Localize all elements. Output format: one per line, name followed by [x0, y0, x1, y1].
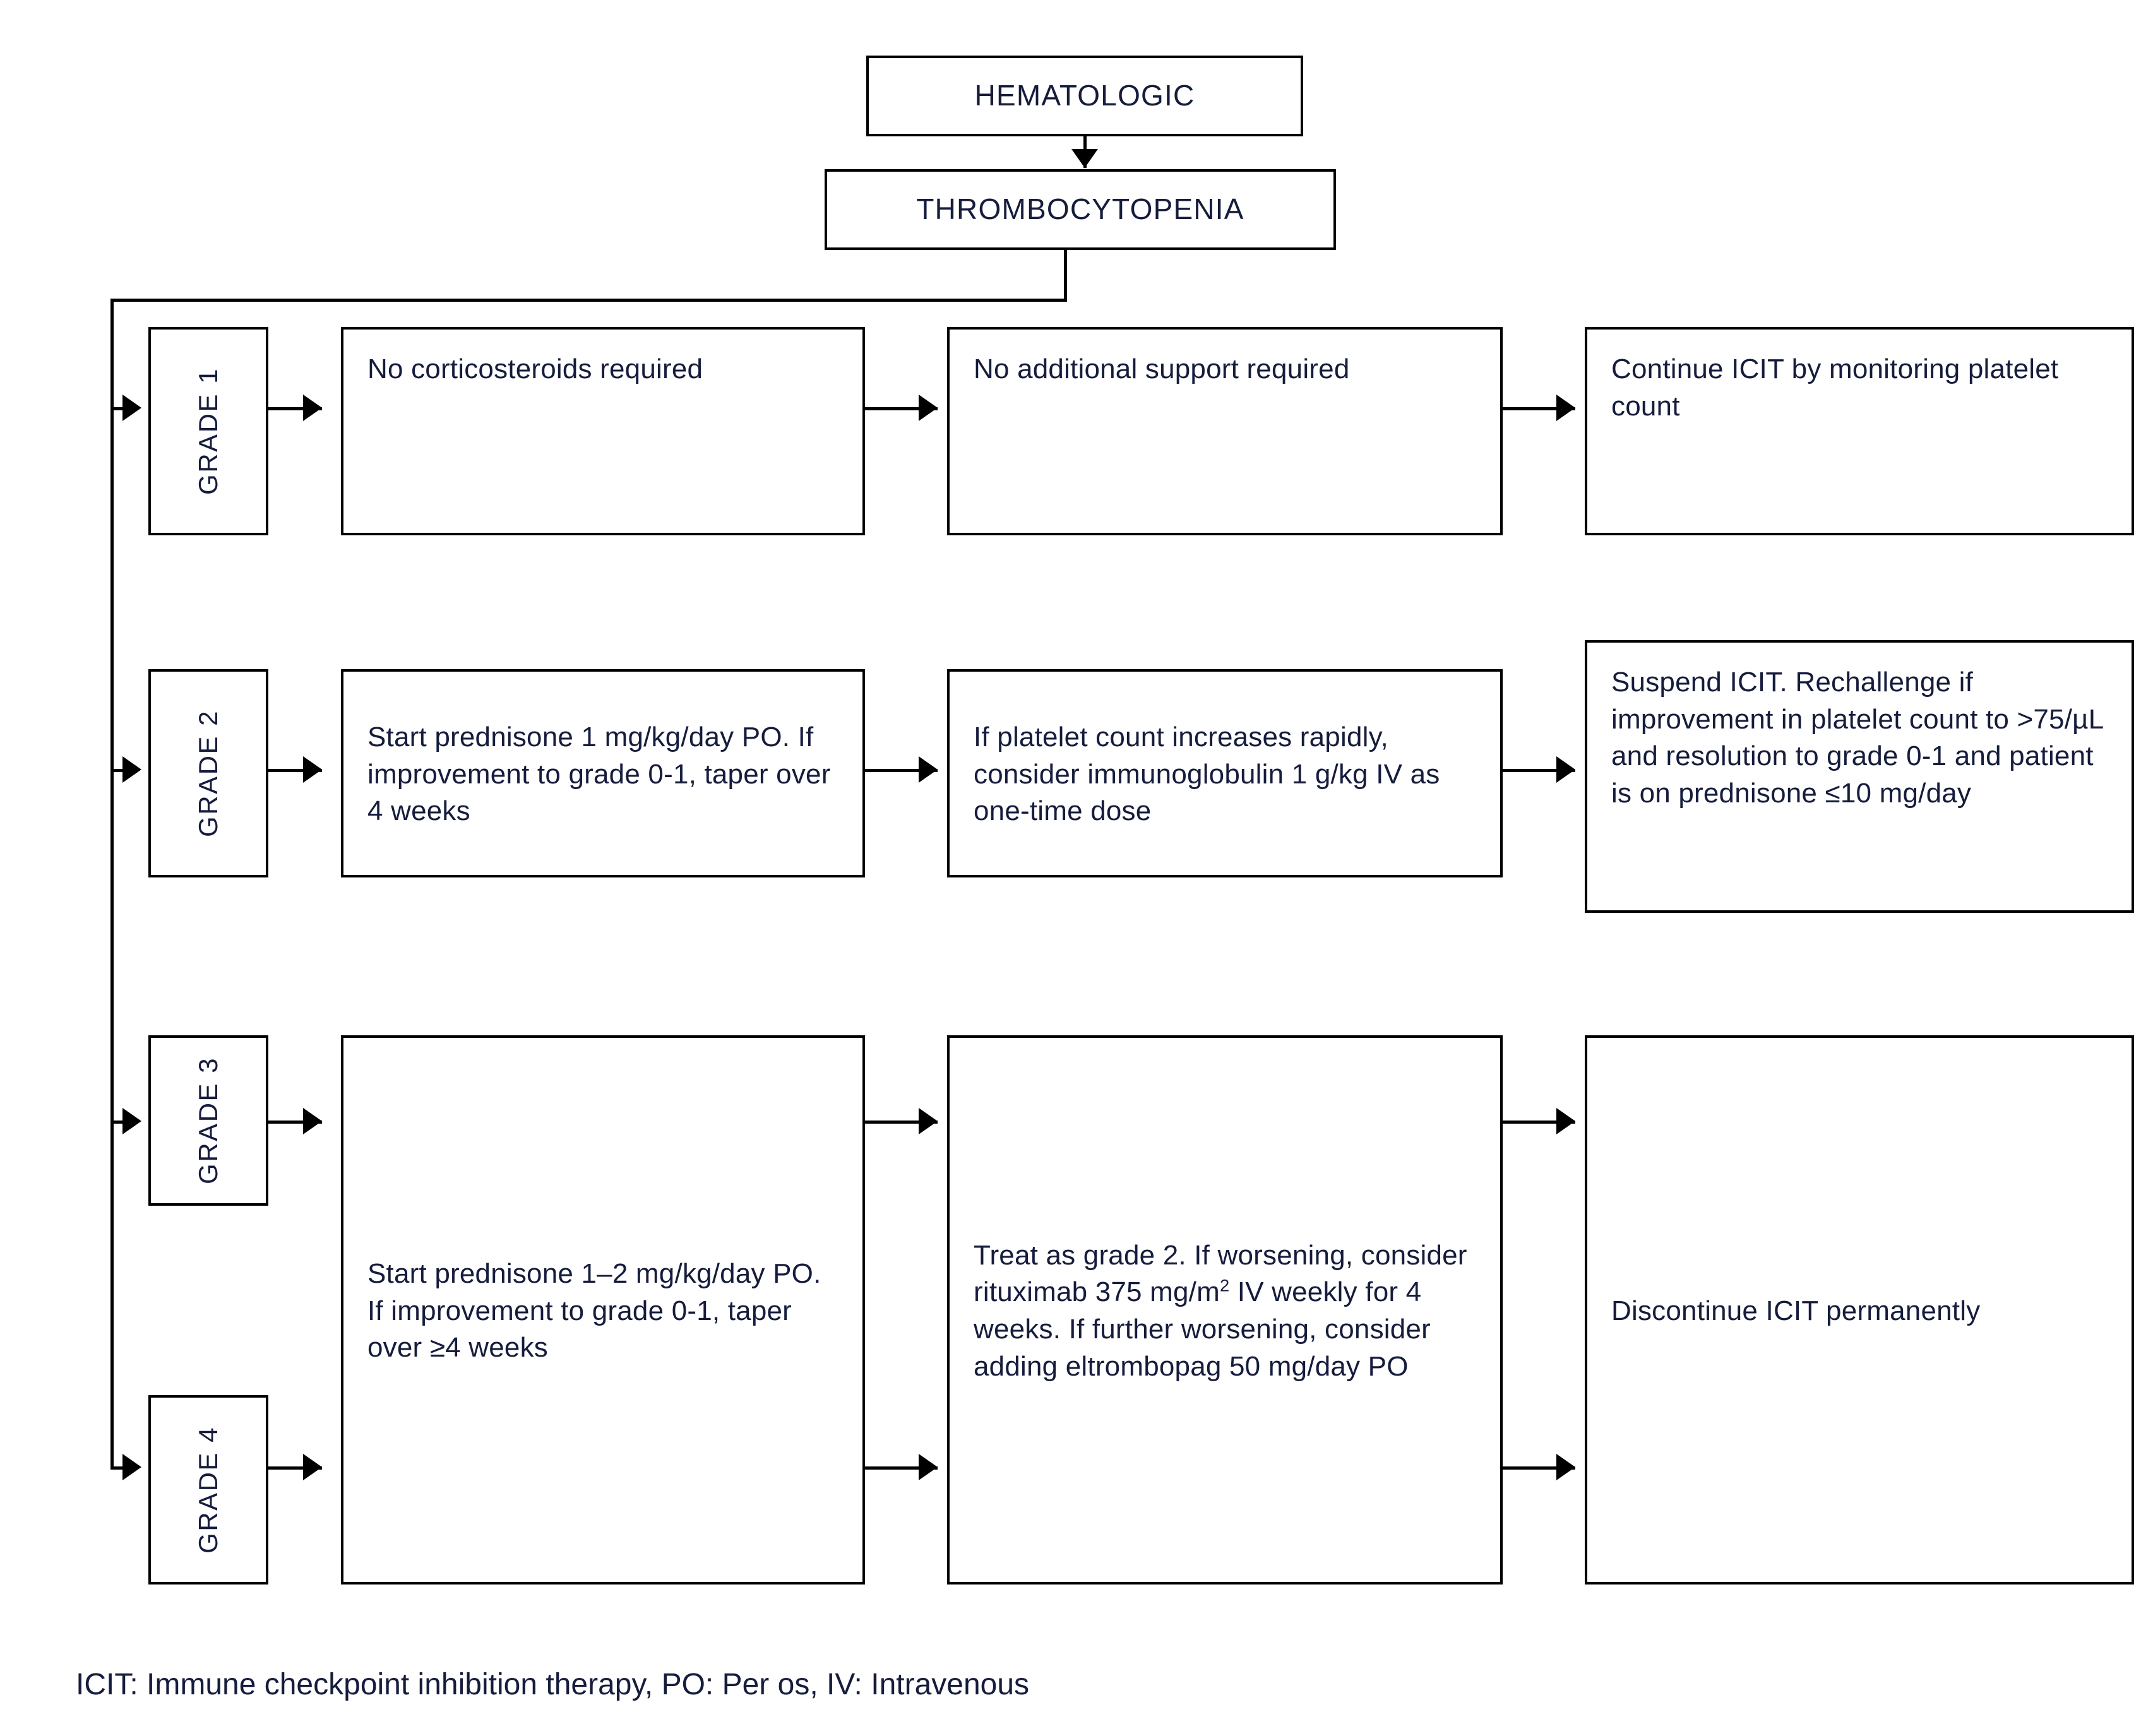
connector-grade4-to-treatment	[268, 1466, 322, 1470]
connector-grade1-treatment-to-support	[865, 407, 938, 410]
arrowhead-right-grade3-support	[919, 1108, 938, 1134]
node-grade34-support: Treat as grade 2. If worsening, consider…	[947, 1035, 1503, 1584]
arrowhead-right-grade2-support	[919, 756, 938, 783]
node-grade1-icit-action-label: Continue ICIT by monitoring platelet cou…	[1611, 354, 2059, 422]
connector-trunk-vertical	[110, 299, 114, 1467]
arrowhead-right-grade4-support	[919, 1454, 938, 1480]
connector-grade4-treatment-to-support	[865, 1466, 938, 1470]
node-grade2-icit-action: Suspend ICIT. Rechallenge if improvement…	[1585, 640, 2134, 913]
arrowhead-right-grade2-treatment	[303, 756, 322, 783]
connector-grade3-treatment-to-support	[865, 1121, 938, 1124]
node-grade34-icit-action: Discontinue ICIT permanently	[1585, 1035, 2134, 1584]
arrowhead-right-grade1-action	[1556, 395, 1575, 421]
node-grade2-support-label: If platelet count increases rapidly, con…	[974, 722, 1440, 827]
node-grade1-treatment-label: No corticosteroids required	[367, 354, 703, 384]
support-superscript: 2	[1219, 1275, 1230, 1295]
node-grade1-treatment: No corticosteroids required	[341, 327, 865, 535]
connector-grade2-treatment-to-support	[865, 769, 938, 772]
arrowhead-right-grade2-action	[1556, 756, 1575, 783]
node-grade34-treatment-label: Start prednisone 1–2 mg/kg/day PO. If im…	[367, 1258, 821, 1364]
connector-grade3-to-treatment	[268, 1121, 322, 1124]
arrowhead-down-thrombocytopenia	[1071, 149, 1098, 168]
node-hematologic-label: HEMATOLOGIC	[974, 79, 1195, 112]
arrowhead-right-grade4-treatment	[303, 1454, 322, 1480]
arrowhead-right-grade4	[122, 1454, 141, 1480]
connector-elbow-horizontal	[110, 299, 1067, 302]
arrowhead-right-grade1-support	[919, 395, 938, 421]
arrowhead-right-grade1-treatment	[303, 395, 322, 421]
node-grade34-treatment: Start prednisone 1–2 mg/kg/day PO. If im…	[341, 1035, 865, 1584]
connector-grade2-to-treatment	[268, 769, 322, 772]
gradebox-grade-1: GRADE 1	[148, 327, 268, 535]
connector-grade2-support-to-action	[1503, 769, 1575, 772]
node-thrombocytopenia-label: THROMBOCYTOPENIA	[916, 193, 1244, 226]
node-grade2-treatment: Start prednisone 1 mg/kg/day PO. If impr…	[341, 669, 865, 877]
gradebox-grade-3: GRADE 3	[148, 1035, 268, 1206]
gradebox-grade-4: GRADE 4	[148, 1395, 268, 1584]
gradebox-grade-3-label: GRADE 3	[193, 1057, 224, 1184]
node-hematologic: HEMATOLOGIC	[866, 56, 1303, 136]
arrowhead-right-grade3	[122, 1108, 141, 1134]
abbreviation-footnote: ICIT: Immune checkpoint inhibition thera…	[76, 1668, 1030, 1701]
connector-grade3-support-to-action	[1503, 1121, 1575, 1124]
node-grade1-icit-action: Continue ICIT by monitoring platelet cou…	[1585, 327, 2134, 535]
gradebox-grade-2: GRADE 2	[148, 669, 268, 877]
node-grade1-support-label: No additional support required	[974, 354, 1350, 384]
gradebox-grade-2-label: GRADE 2	[193, 710, 224, 837]
support-text-post: IV weekly for 4 weeks. If further worsen…	[974, 1276, 1431, 1382]
gradebox-grade-4-label: GRADE 4	[193, 1426, 224, 1554]
connector-grade1-support-to-action	[1503, 407, 1575, 410]
node-grade34-support-label: Treat as grade 2. If worsening, consider…	[974, 1237, 1476, 1385]
node-grade1-support: No additional support required	[947, 327, 1503, 535]
node-thrombocytopenia: THROMBOCYTOPENIA	[825, 169, 1336, 250]
arrowhead-right-grade3-action	[1556, 1108, 1575, 1134]
node-grade2-treatment-label: Start prednisone 1 mg/kg/day PO. If impr…	[367, 722, 831, 827]
connector-drop-from-thrombocytopenia	[1064, 250, 1067, 302]
arrowhead-right-grade2	[122, 756, 141, 783]
connector-grade4-support-to-action	[1503, 1466, 1575, 1470]
support-text-pre: Treat as grade 2. If worsening, consider…	[974, 1239, 1467, 1308]
arrowhead-right-grade3-treatment	[303, 1108, 322, 1134]
gradebox-grade-1-label: GRADE 1	[193, 367, 224, 495]
node-grade2-icit-action-label: Suspend ICIT. Rechallenge if improvement…	[1611, 667, 2103, 809]
node-grade2-support: If platelet count increases rapidly, con…	[947, 669, 1503, 877]
node-grade34-icit-action-label: Discontinue ICIT permanently	[1611, 1295, 1981, 1326]
connector-grade1-to-treatment	[268, 407, 322, 410]
arrowhead-right-grade1	[122, 395, 141, 421]
arrowhead-right-grade4-action	[1556, 1454, 1575, 1480]
